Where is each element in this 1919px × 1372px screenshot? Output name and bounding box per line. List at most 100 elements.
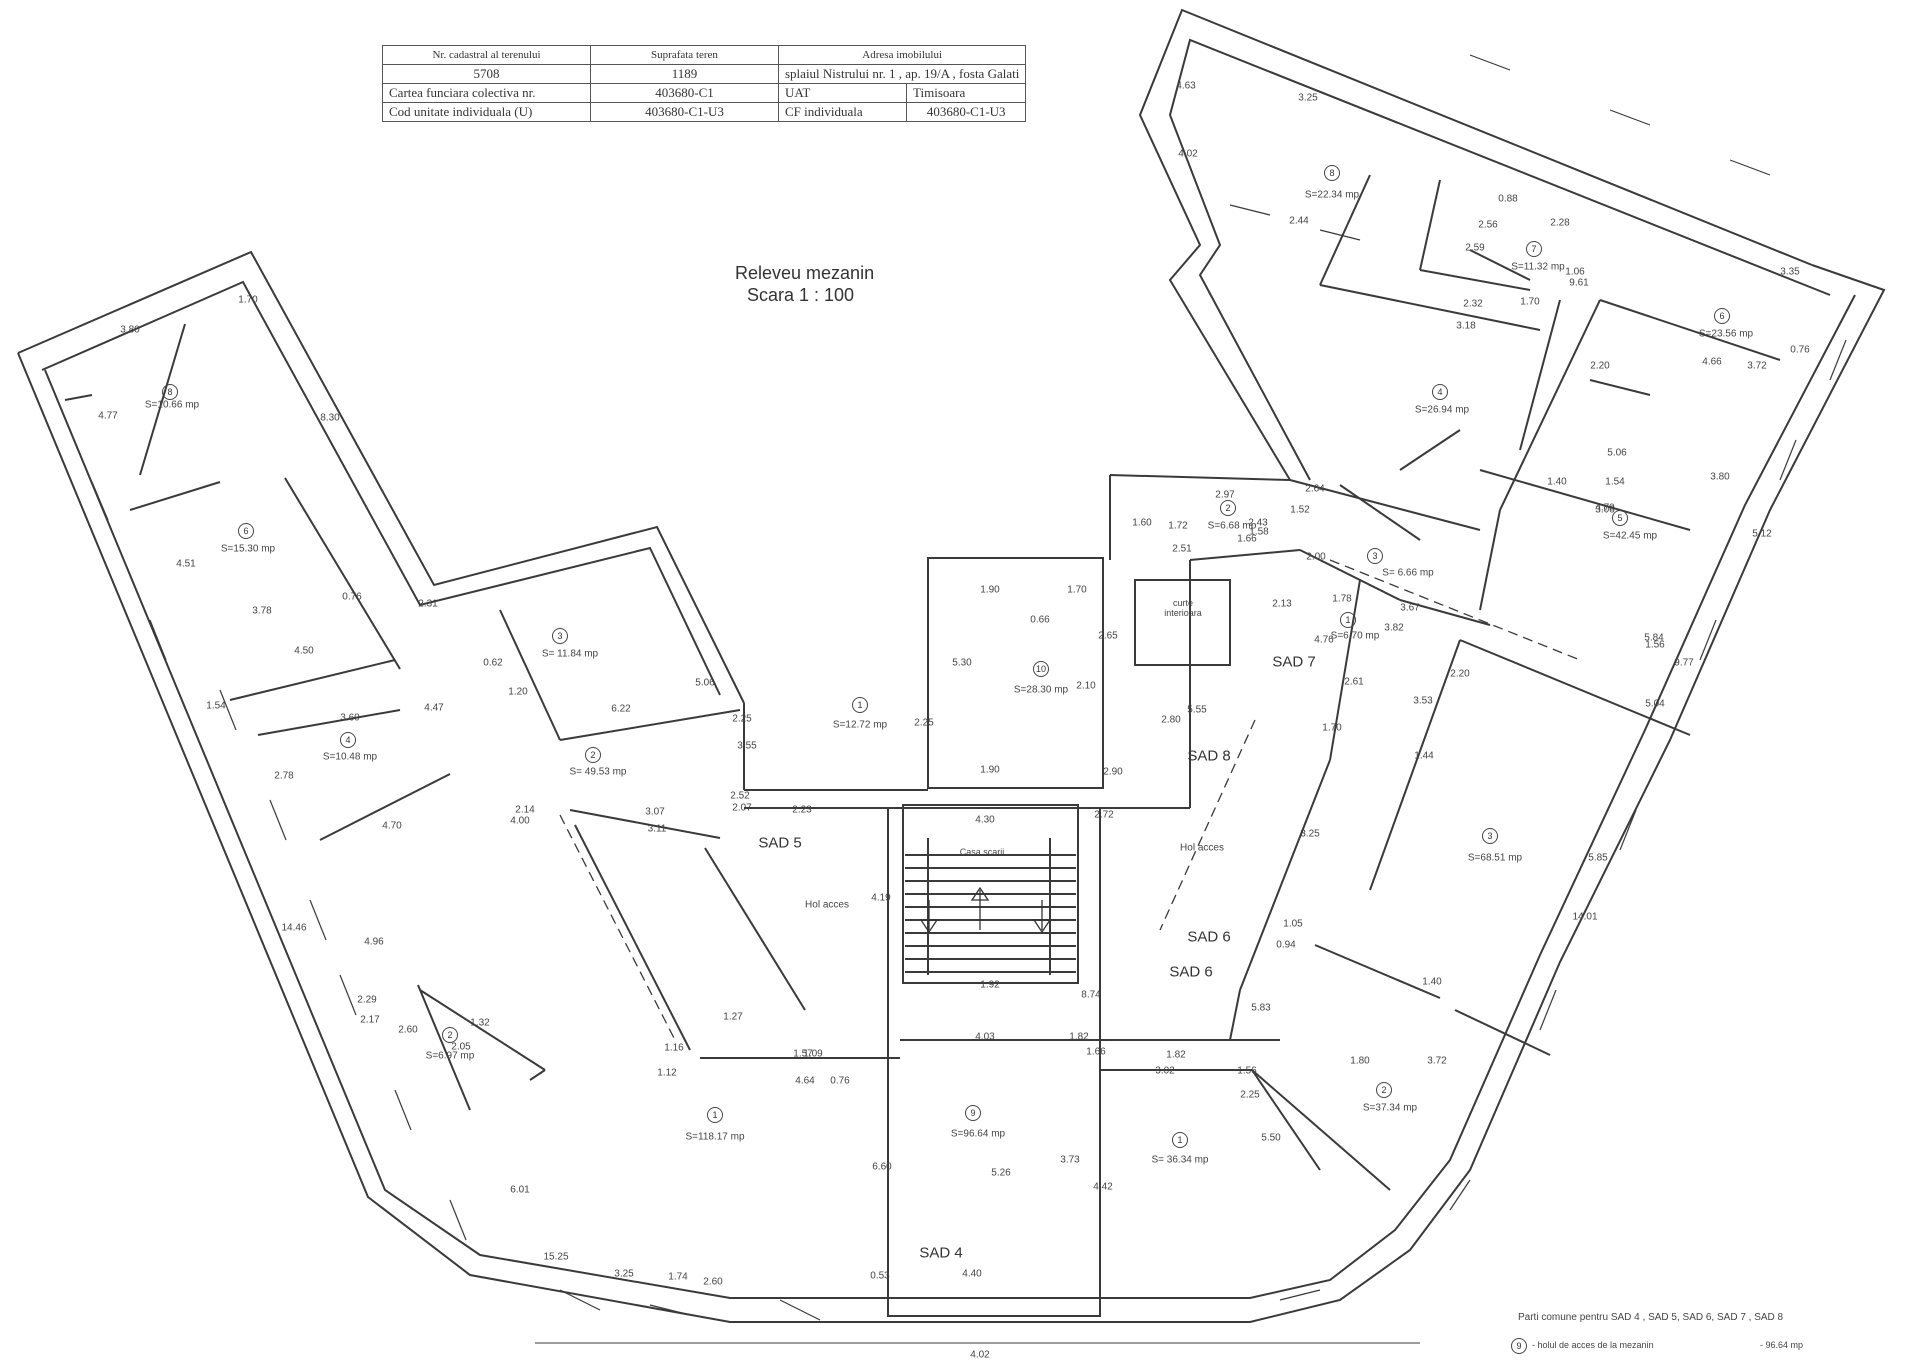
dimension-label: 1.44 (1414, 750, 1434, 762)
dimension-label: 2.52 (730, 790, 750, 802)
dimension-label: 6.22 (611, 703, 631, 715)
dimension-label: 2.43 (1248, 517, 1268, 529)
wall (1399, 599, 1491, 626)
dimension-label: 2.59 (1465, 242, 1485, 254)
room-number: 1 (707, 1107, 723, 1123)
dimension-label: 3.67 (1400, 602, 1420, 614)
casa-scarii-label: Casa scarii (959, 847, 1005, 857)
dimension-label: 1.56 (1237, 1065, 1257, 1077)
dimension-label: 2.00 (1306, 551, 1326, 563)
dimension-label: 1.20 (508, 686, 528, 698)
wall (64, 394, 93, 401)
dimension-label: 1.70 (238, 294, 258, 306)
dimension-label: 2.20 (1450, 668, 1470, 680)
wall (704, 847, 806, 1011)
cod-label: Cod unitate individuala (U) (382, 102, 591, 122)
dimension-label: 5.26 (991, 1167, 1011, 1179)
top-right-wing-outer (1138, 8, 1813, 481)
dimension-label: 1.40 (1547, 476, 1567, 488)
dimension-label: 2.32 (1463, 298, 1483, 310)
wall (1419, 269, 1531, 291)
left-wing-inner-wall (41, 280, 721, 696)
dimension-label: 2.29 (357, 994, 377, 1006)
room-number: 6 (1714, 308, 1730, 324)
dimension-label: 2.25 (732, 713, 752, 725)
room-number: 4 (340, 732, 356, 748)
sad-6-label: SAD 6 (1169, 963, 1213, 981)
cf-label: CF individuala (778, 102, 907, 122)
dimension-label: 3.35 (1780, 266, 1800, 278)
room-area: S=6.68 mp (1207, 520, 1257, 532)
adresa-value: splaiul Nistrului nr. 1 , ap. 19/A , fos… (777, 64, 1027, 84)
dimension-label: 1.72 (1168, 520, 1188, 532)
dimension-label: 1.82 (1069, 1031, 1089, 1043)
dimension-label: 14.46 (281, 922, 307, 934)
dimension-label: 14.01 (1572, 911, 1598, 923)
interior-courtyard (1134, 579, 1231, 666)
wall (1499, 299, 1601, 511)
dimension-label: 1.05 (1283, 918, 1303, 930)
room-area: S=26.94 mp (1414, 404, 1470, 416)
room-area: S= 36.34 mp (1151, 1154, 1209, 1166)
dimension-label: 3.78 (252, 605, 272, 617)
wall (1319, 174, 1371, 286)
wall (1289, 479, 1481, 531)
uat-label: UAT (778, 83, 907, 103)
room-number: 2 (1376, 1082, 1392, 1098)
dimension-label: 3.60 (340, 712, 360, 724)
dimension-label: 0.88 (1498, 193, 1518, 205)
dimension-label: 1.70 (1067, 584, 1087, 596)
dimension-label: 1.09 (803, 1048, 823, 1060)
dimension-label: 1.66 (1237, 533, 1257, 545)
wall (417, 984, 471, 1111)
wall (529, 1069, 546, 1081)
wall (1369, 639, 1461, 891)
dimension-label: 1.66 (1086, 1046, 1106, 1058)
dimension-label: 0.76 (1790, 344, 1810, 356)
left-building-outer (17, 264, 1886, 1323)
dimension-label: 3.02 (1155, 1065, 1175, 1077)
room-area: S= 49.53 mp (569, 766, 627, 778)
dimension-label: 2.25 (914, 717, 934, 729)
dimension-label: 5.06 (1607, 447, 1627, 459)
room-area: S= 11.84 mp (541, 648, 599, 660)
legend-common: Parti comune pentru SAD 4 , SAD 5, SAD 6… (1518, 1312, 1784, 1323)
room-number: 3 (552, 628, 568, 644)
dimension-label: 9.61 (1569, 277, 1589, 289)
central-block (927, 557, 1104, 789)
dimension-label: 1.70 (1322, 722, 1342, 734)
room-area: S=23.56 mp (1698, 328, 1754, 340)
dimension-label: 2.13 (1272, 598, 1292, 610)
room-number: 5 (1612, 510, 1628, 526)
wall (1189, 549, 1301, 561)
dimension-label: 5.55 (1187, 704, 1207, 716)
sad-8-label: SAD 8 (1187, 747, 1231, 765)
left-wing-outer-wall (17, 250, 745, 704)
left-building-inner (44, 294, 1856, 1299)
dimension-label: 5.83 (1251, 1002, 1271, 1014)
wall (419, 989, 546, 1071)
wall (569, 809, 721, 839)
dimension-label: 2.20 (1590, 360, 1610, 372)
dimension-label: 1.16 (664, 1042, 684, 1054)
dimension-label: 4.02 (970, 1349, 990, 1361)
header-adresa: Adresa imobilului (777, 45, 1027, 65)
dimension-label: 5.06 (695, 677, 715, 689)
dimension-label: 2.31 (418, 598, 438, 610)
wall (139, 323, 186, 476)
wall (1239, 759, 1331, 991)
dimension-label: 3.07 (645, 806, 665, 818)
dimension-label: 2.60 (398, 1024, 418, 1036)
curte-interioara-label: curte interioara (1164, 598, 1202, 618)
dimension-label: 2.97 (1215, 489, 1235, 501)
stair-treads (905, 838, 1076, 975)
dimension-label: 1.32 (470, 1017, 490, 1029)
wall (1251, 1069, 1391, 1191)
room-area: S=96.64 mp (950, 1128, 1006, 1140)
wall (1329, 579, 1361, 761)
dimension-label: 4.51 (176, 558, 196, 570)
room-area: S=11.32 mp (1511, 261, 1565, 273)
dimension-label: 1.82 (1166, 1049, 1186, 1061)
room-area: S=15.30 mp (220, 543, 276, 555)
sad-5-label: SAD 5 (758, 834, 802, 852)
